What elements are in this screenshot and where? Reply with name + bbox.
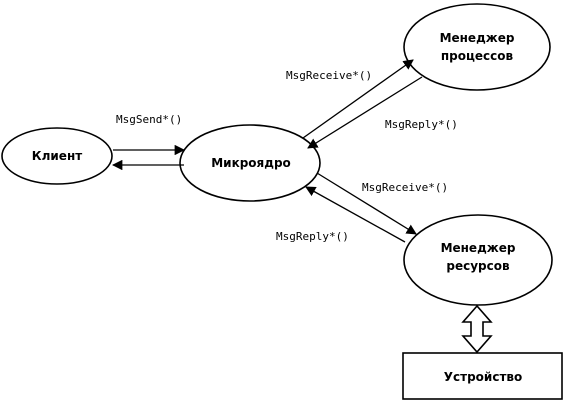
process-manager-label-line1: Менеджер [440, 31, 515, 45]
kernel-to-resource-manager-arrow [316, 172, 417, 235]
kernel-to-process-manager-arrow [302, 59, 414, 139]
process-manager-ellipse [403, 3, 551, 91]
process-manager-node: Менеджер процессов [403, 3, 551, 91]
device-link-double-arrow [461, 304, 493, 354]
device-box [402, 352, 563, 400]
microkernel-label: Микроядро [211, 156, 291, 170]
resource-manager-label-line2: ресурсов [446, 259, 510, 273]
microkernel-node: Микроядро [179, 124, 321, 202]
device-node: Устройство [402, 352, 563, 400]
msg-receive-top-label: MsgReceive*() [286, 69, 372, 82]
client-ellipse [1, 127, 113, 185]
client-label: Клиент [32, 149, 82, 163]
microkernel-ellipse [179, 124, 321, 202]
resource-manager-label-line1: Менеджер [441, 241, 516, 255]
process-manager-label-line2: процессов [441, 49, 514, 63]
client-node: Клиент [1, 127, 113, 185]
msg-reply-bottom-label: MsgReply*() [276, 230, 349, 243]
msg-reply-top-label: MsgReply*() [385, 118, 458, 131]
msg-receive-bottom-label: MsgReceive*() [362, 181, 448, 194]
resource-manager-to-kernel-arrow [305, 186, 406, 243]
resource-manager-ellipse [403, 214, 553, 306]
msg-send-label: MsgSend*() [116, 113, 182, 126]
process-manager-to-kernel-arrow [307, 76, 423, 149]
resource-manager-node: Менеджер ресурсов [403, 214, 553, 306]
device-label: Устройство [444, 370, 522, 384]
